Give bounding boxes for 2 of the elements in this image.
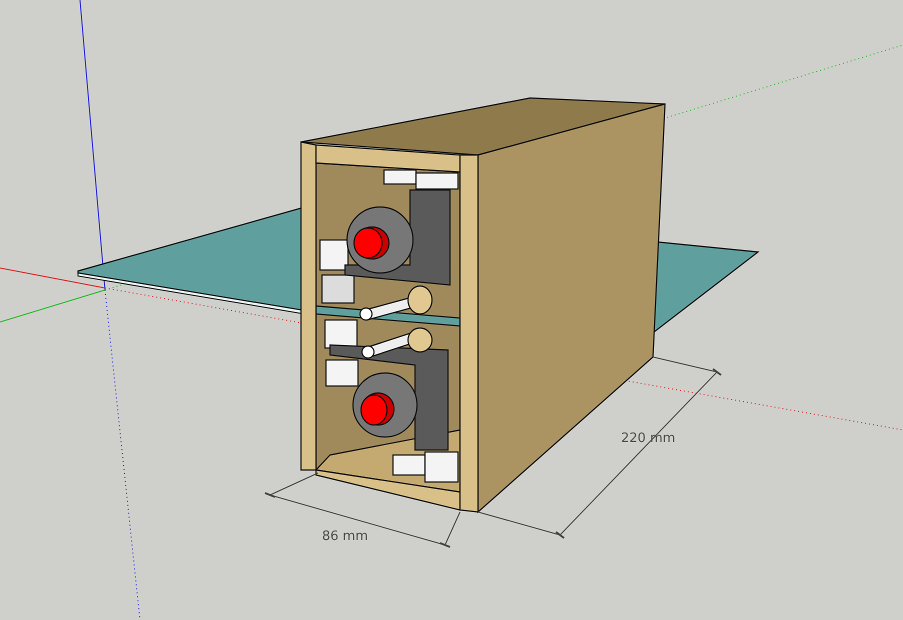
dimension-label: 220 mm xyxy=(621,431,676,447)
dimension-label: 86 mm xyxy=(322,529,368,545)
